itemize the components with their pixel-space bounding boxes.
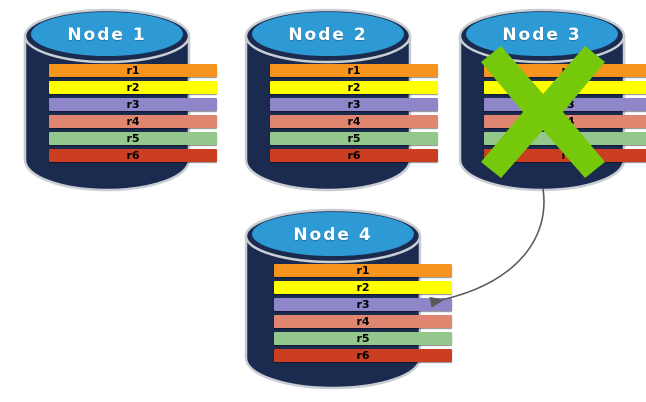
record-r2[interactable]: r2: [270, 81, 438, 94]
record-r3[interactable]: r3: [274, 298, 452, 311]
record-label: r1: [356, 264, 370, 277]
record-r3[interactable]: r3: [49, 98, 217, 111]
record-label: r5: [347, 132, 361, 145]
record-r6[interactable]: r6: [484, 149, 646, 162]
record-r1[interactable]: r1: [270, 64, 438, 77]
node-2-records: r1 r2 r3 r4 r5 r6: [244, 64, 464, 162]
record-label: r6: [347, 149, 361, 162]
record-r4[interactable]: r4: [270, 115, 438, 128]
record-label: r5: [356, 332, 370, 345]
record-r4[interactable]: r4: [484, 115, 646, 128]
record-r5[interactable]: r5: [484, 132, 646, 145]
record-label: r2: [126, 81, 140, 94]
record-label: r2: [347, 81, 361, 94]
record-label: r2: [561, 81, 575, 94]
record-label: r6: [356, 349, 370, 362]
record-label: r3: [126, 98, 140, 111]
node-1[interactable]: Node 1 r1 r2 r3 r4 r5 r6: [23, 8, 217, 192]
record-label: r4: [561, 115, 575, 128]
record-r2[interactable]: r2: [49, 81, 217, 94]
record-label: r5: [126, 132, 140, 145]
record-label: r3: [347, 98, 361, 111]
node-4-records: r1 r2 r3 r4 r5 r6: [244, 264, 482, 362]
record-r6[interactable]: r6: [274, 349, 452, 362]
record-r3[interactable]: r3: [270, 98, 438, 111]
record-label: r3: [561, 98, 575, 111]
record-label: r2: [356, 281, 370, 294]
node-1-records: r1 r2 r3 r4 r5 r6: [23, 64, 243, 162]
record-r2[interactable]: r2: [274, 281, 452, 294]
record-label: r4: [356, 315, 370, 328]
record-r5[interactable]: r5: [49, 132, 217, 145]
record-label: r1: [126, 64, 140, 77]
record-r6[interactable]: r6: [270, 149, 438, 162]
record-label: r6: [561, 149, 575, 162]
record-r3[interactable]: r3: [484, 98, 646, 111]
record-label: r5: [561, 132, 575, 145]
record-r1[interactable]: r1: [484, 64, 646, 77]
node-4[interactable]: Node 4 r1 r2 r3 r4 r5 r6: [244, 208, 452, 390]
record-label: r3: [356, 298, 370, 311]
node-3-records: r1 r2 r3 r4 r5 r6: [458, 64, 646, 162]
record-r2[interactable]: r2: [484, 81, 646, 94]
node-3[interactable]: Node 3 r1 r2 r3 r4 r5 r6: [458, 8, 646, 192]
record-label: r4: [347, 115, 361, 128]
record-label: r6: [126, 149, 140, 162]
record-r5[interactable]: r5: [274, 332, 452, 345]
record-label: r4: [126, 115, 140, 128]
record-r4[interactable]: r4: [274, 315, 452, 328]
record-r4[interactable]: r4: [49, 115, 217, 128]
record-r1[interactable]: r1: [49, 64, 217, 77]
record-r1[interactable]: r1: [274, 264, 452, 277]
record-r5[interactable]: r5: [270, 132, 438, 145]
record-label: r1: [347, 64, 361, 77]
record-r6[interactable]: r6: [49, 149, 217, 162]
record-label: r1: [561, 64, 575, 77]
node-2[interactable]: Node 2 r1 r2 r3 r4 r5 r6: [244, 8, 438, 192]
